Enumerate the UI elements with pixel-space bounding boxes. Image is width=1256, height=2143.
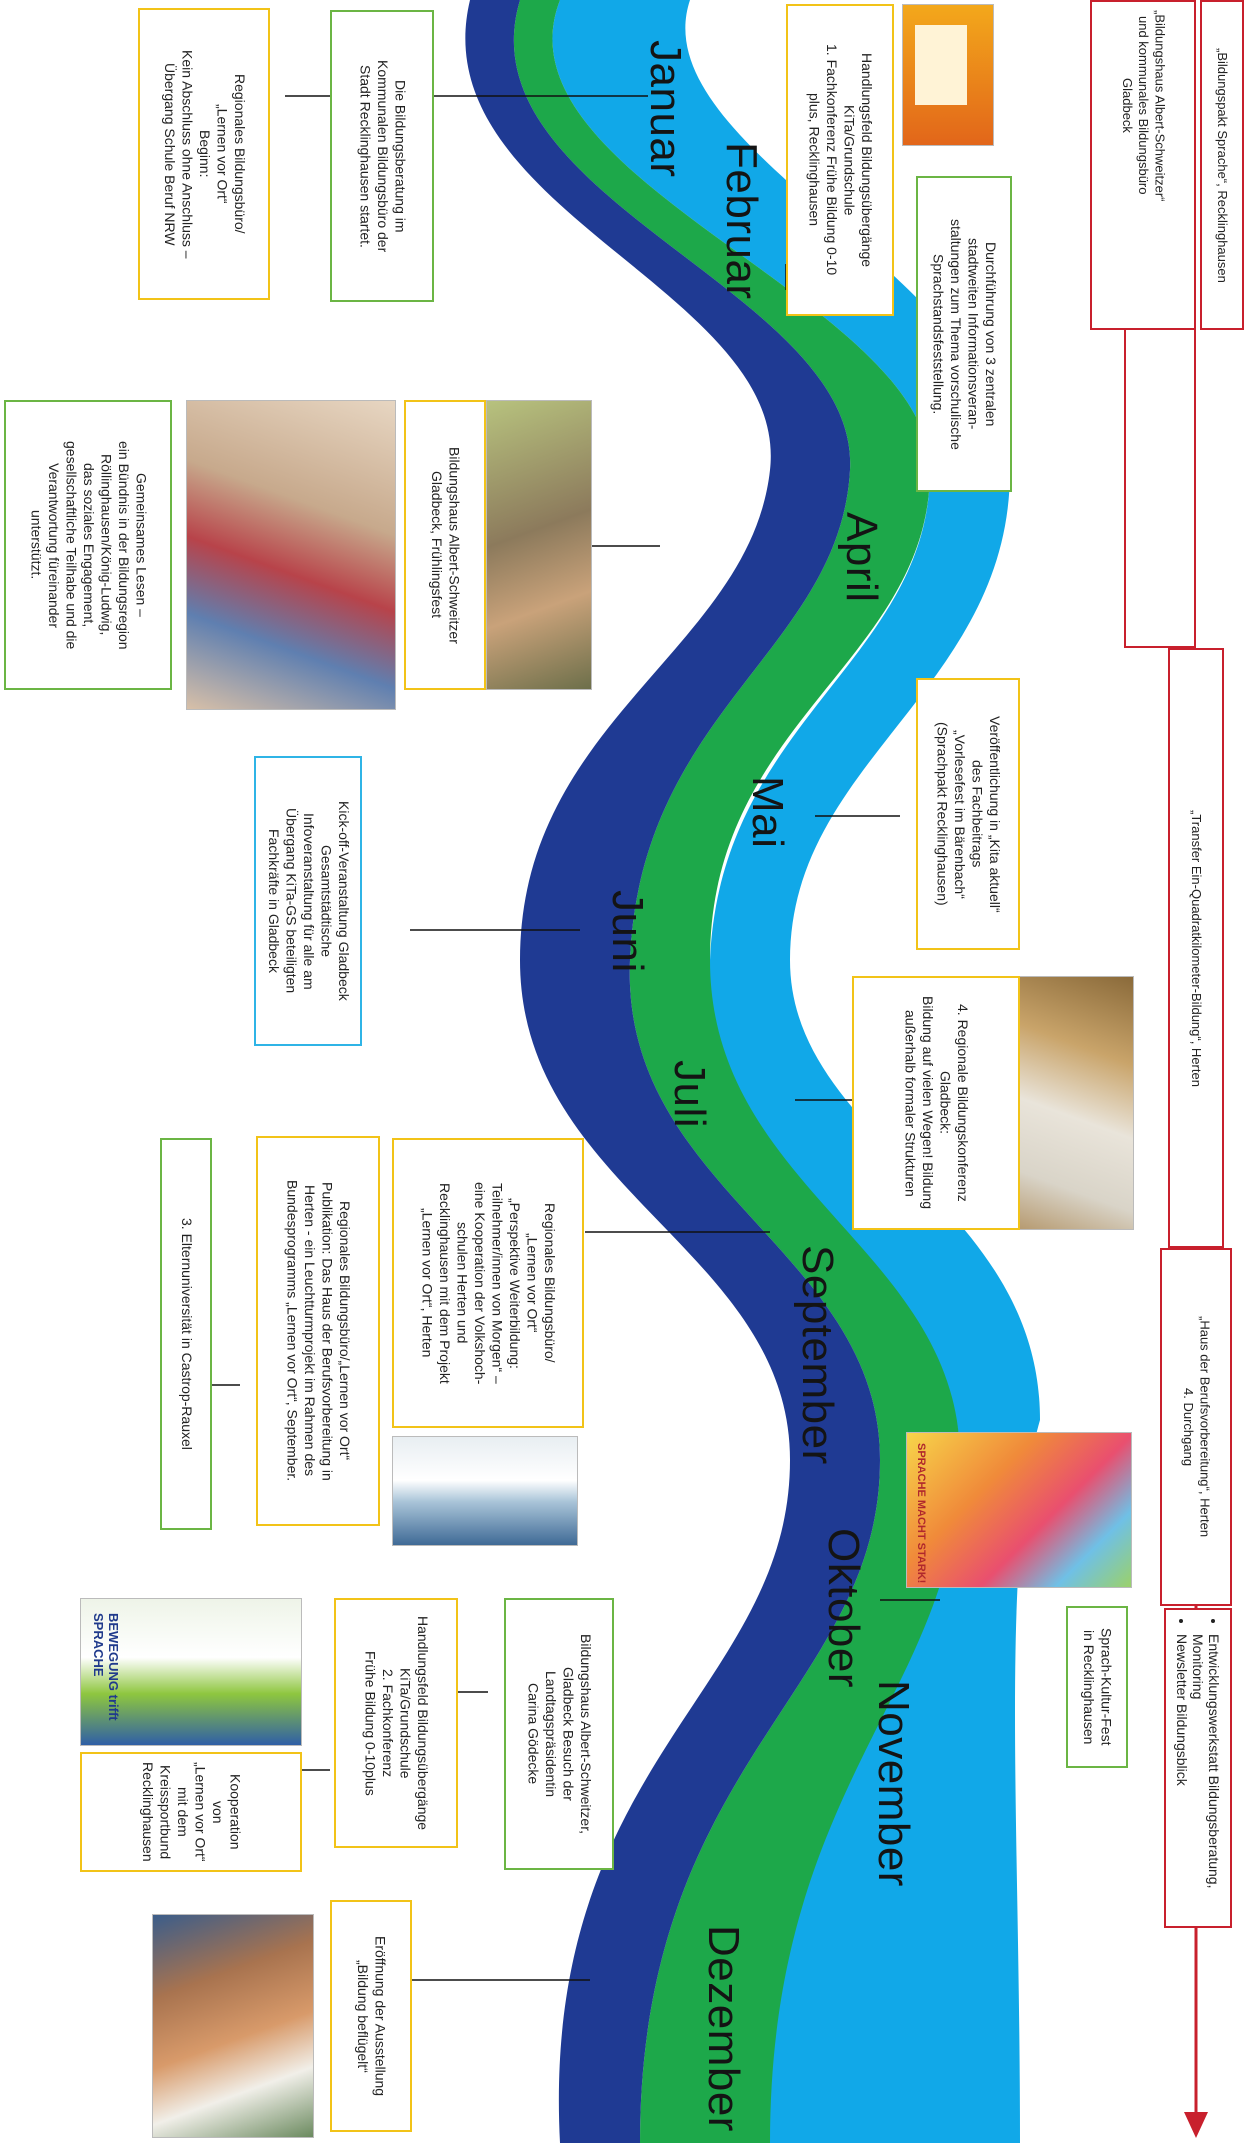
poster-text-sprache-macht-stark: SPRACHE MACHT STARK!	[915, 1442, 927, 1583]
project-bullets: Entwicklungswerkstatt Bildungsberatung, …	[1164, 1608, 1232, 1928]
event-besuch: Bildungshaus Albert-Schweitzer, Gladbeck…	[504, 1598, 614, 1870]
event-veroeffentlichung: Veröffentlichung in „Kita aktuell“ des F…	[916, 678, 1020, 950]
month-oktober: Oktober	[819, 1528, 868, 1689]
event-regionales-2: Regionales Bildungsbüro/ „Lernen vor Ort…	[392, 1138, 584, 1428]
project-transfer: „Transfer Ein-Quadratkilometer-Bildung“,…	[1168, 648, 1224, 1248]
month-februar: Februar	[717, 142, 766, 300]
event-durchfuehrung: Durchführung von 3 zentralen stadtweiten…	[916, 176, 1012, 492]
river-band-green	[513, 0, 960, 2143]
event-regionales-1: Regionales Bildungsbüro/ „Lernen vor Ort…	[138, 8, 270, 300]
bullet-newsletter: Newsletter Bildungsblick	[1174, 1634, 1190, 1918]
event-handlungsfeld-1: Handlungsfeld Bildungsübergänge KiTa/Gru…	[786, 4, 894, 316]
event-publikation: Regionales Bildungsbüro/„Lernen vor Ort“…	[256, 1136, 380, 1526]
photo-ausstellung	[152, 1914, 314, 2138]
event-handlungsfeld-2: Handlungsfeld Bildungsübergänge KiTa/Gru…	[334, 1598, 458, 1848]
event-ausstellung: Eröffnung der Ausstellung „Bildung beflü…	[330, 1900, 412, 2132]
river-band-sky	[552, 0, 1040, 2143]
event-bildungsberatung: Die Bildungsberatung im Kommunalen Bildu…	[330, 10, 434, 302]
event-sprach-kultur: Sprach-Kultur-Fest in Recklinghausen	[1066, 1606, 1128, 1768]
river-band-navy	[465, 0, 880, 2143]
photo-gemeinsames-lesen	[186, 400, 396, 710]
photo-bildungskonferenz	[1016, 976, 1134, 1230]
poster-bewegung-sprache: BEWEGUNG trifft SPRACHE	[80, 1598, 302, 1746]
poster-text-bewegung: BEWEGUNG trifft SPRACHE	[91, 1613, 121, 1721]
month-juli: Juli	[665, 1060, 714, 1129]
month-november: November	[869, 1680, 918, 1887]
bullet-entwicklungswerkstatt: Entwicklungswerkstatt Bildungsberatung, …	[1190, 1634, 1222, 1918]
project-sprachpakt: „Bildungspakt Sprache“, Recklinghausen	[1200, 0, 1244, 330]
photo-fruehlingsfest	[486, 400, 592, 690]
month-januar: Januar	[641, 40, 690, 178]
project-arrow-head	[1184, 2112, 1208, 2138]
month-juni: Juni	[603, 890, 652, 973]
month-dezember: Dezember	[699, 1925, 748, 2132]
photo-publikation-cover	[392, 1436, 578, 1546]
event-poster-thumbnail	[902, 4, 994, 146]
event-gemeinsames-lesen: Gemeinsames Lesen – ein Bündnis in der B…	[4, 400, 172, 690]
connector-lines	[210, 95, 940, 1981]
month-september: September	[793, 1245, 842, 1465]
month-mai: Mai	[743, 776, 792, 849]
project-bildungshaus-extension	[1124, 330, 1196, 648]
event-konferenz-4: 4. Regionale Bildungskonferenz Gladbeck:…	[852, 976, 1020, 1230]
month-april: April	[837, 512, 886, 603]
poster-sprach-kultur: SPRACHE MACHT STARK!	[906, 1432, 1132, 1588]
event-elternuni: 3. Elternuniversität in Castrop-Rauxel	[160, 1138, 212, 1530]
project-bildungshaus: „Bildungshaus Albert-Schweitzer“ und kom…	[1090, 0, 1196, 330]
event-kickoff: Kick-off-Veranstaltung Gladbeck Gesamtst…	[254, 756, 362, 1046]
project-haus-berufsvorbereitung: „Haus der Berufsvorbereitung“, Herten 4.…	[1160, 1248, 1232, 1606]
event-fruehlingsfest: Bildungshaus Albert-Schweitzer Gladbeck,…	[404, 400, 486, 690]
event-kooperation: Kooperation von „Lernen vor Ort“ mit dem…	[80, 1752, 302, 1872]
